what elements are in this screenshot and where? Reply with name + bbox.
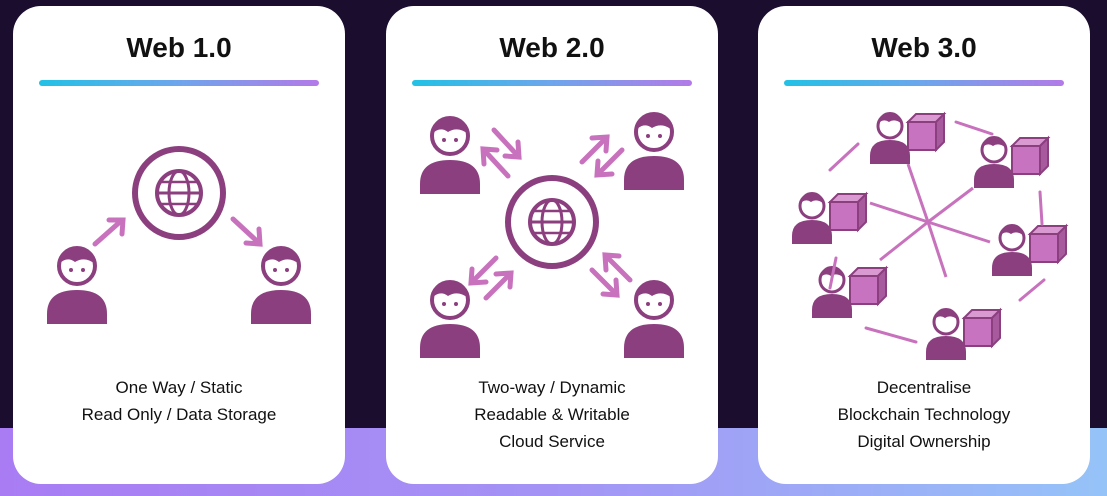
arrow-icon	[589, 252, 633, 298]
web2-card: Web 2.0	[386, 6, 718, 484]
web3-diagram	[790, 110, 1068, 362]
user-icon	[47, 246, 107, 324]
web3-title: Web 3.0	[871, 32, 977, 63]
user-icon	[420, 280, 480, 358]
user-icon	[420, 116, 480, 194]
web2-title: Web 2.0	[499, 32, 605, 63]
arrow-icon	[869, 163, 991, 278]
web1-title-underline	[39, 80, 319, 86]
web3-illustration	[758, 102, 1090, 372]
arrow-icon	[828, 120, 1046, 344]
web1-title: Web 1.0	[126, 32, 232, 63]
user-icon	[990, 222, 1068, 278]
globe-icon	[505, 175, 599, 269]
web2-illustration	[386, 102, 718, 372]
user-icon	[624, 280, 684, 358]
web1-diagram	[47, 146, 311, 324]
web1-description: One Way / Static Read Only / Data Storag…	[13, 374, 345, 428]
arrow-icon	[468, 255, 514, 301]
arrow-icon	[230, 216, 263, 247]
arrow-icon	[480, 127, 522, 179]
web1-line-2: Read Only / Data Storage	[81, 405, 277, 424]
user-icon	[868, 110, 946, 166]
web1-illustration	[13, 102, 345, 372]
user-icon	[790, 190, 868, 246]
user-icon	[810, 264, 888, 320]
arrow-icon	[579, 134, 625, 178]
web2-diagram	[420, 112, 684, 358]
web3-card: Web 3.0	[758, 6, 1090, 484]
web3-line-1: Decentralise	[876, 378, 972, 397]
user-icon	[972, 134, 1050, 190]
web3-title-underline	[784, 80, 1064, 86]
web3-line-3: Digital Ownership	[857, 432, 991, 451]
web2-line-3: Cloud Service	[499, 432, 605, 451]
web1-card: Web 1.0	[13, 6, 345, 484]
web1-line-1: One Way / Static	[115, 378, 243, 397]
user-icon	[251, 246, 311, 324]
web2-title-underline	[412, 80, 692, 86]
web2-line-2: Readable & Writable	[474, 405, 630, 424]
web2-line-1: Two-way / Dynamic	[478, 378, 626, 397]
web2-description: Two-way / Dynamic Readable & Writable Cl…	[386, 374, 718, 455]
arrow-icon	[92, 217, 126, 247]
user-icon	[624, 112, 684, 190]
user-icon	[924, 306, 1002, 362]
web3-line-2: Blockchain Technology	[837, 405, 1011, 424]
globe-icon	[132, 146, 226, 240]
web3-description: Decentralise Blockchain Technology Digit…	[758, 374, 1090, 455]
